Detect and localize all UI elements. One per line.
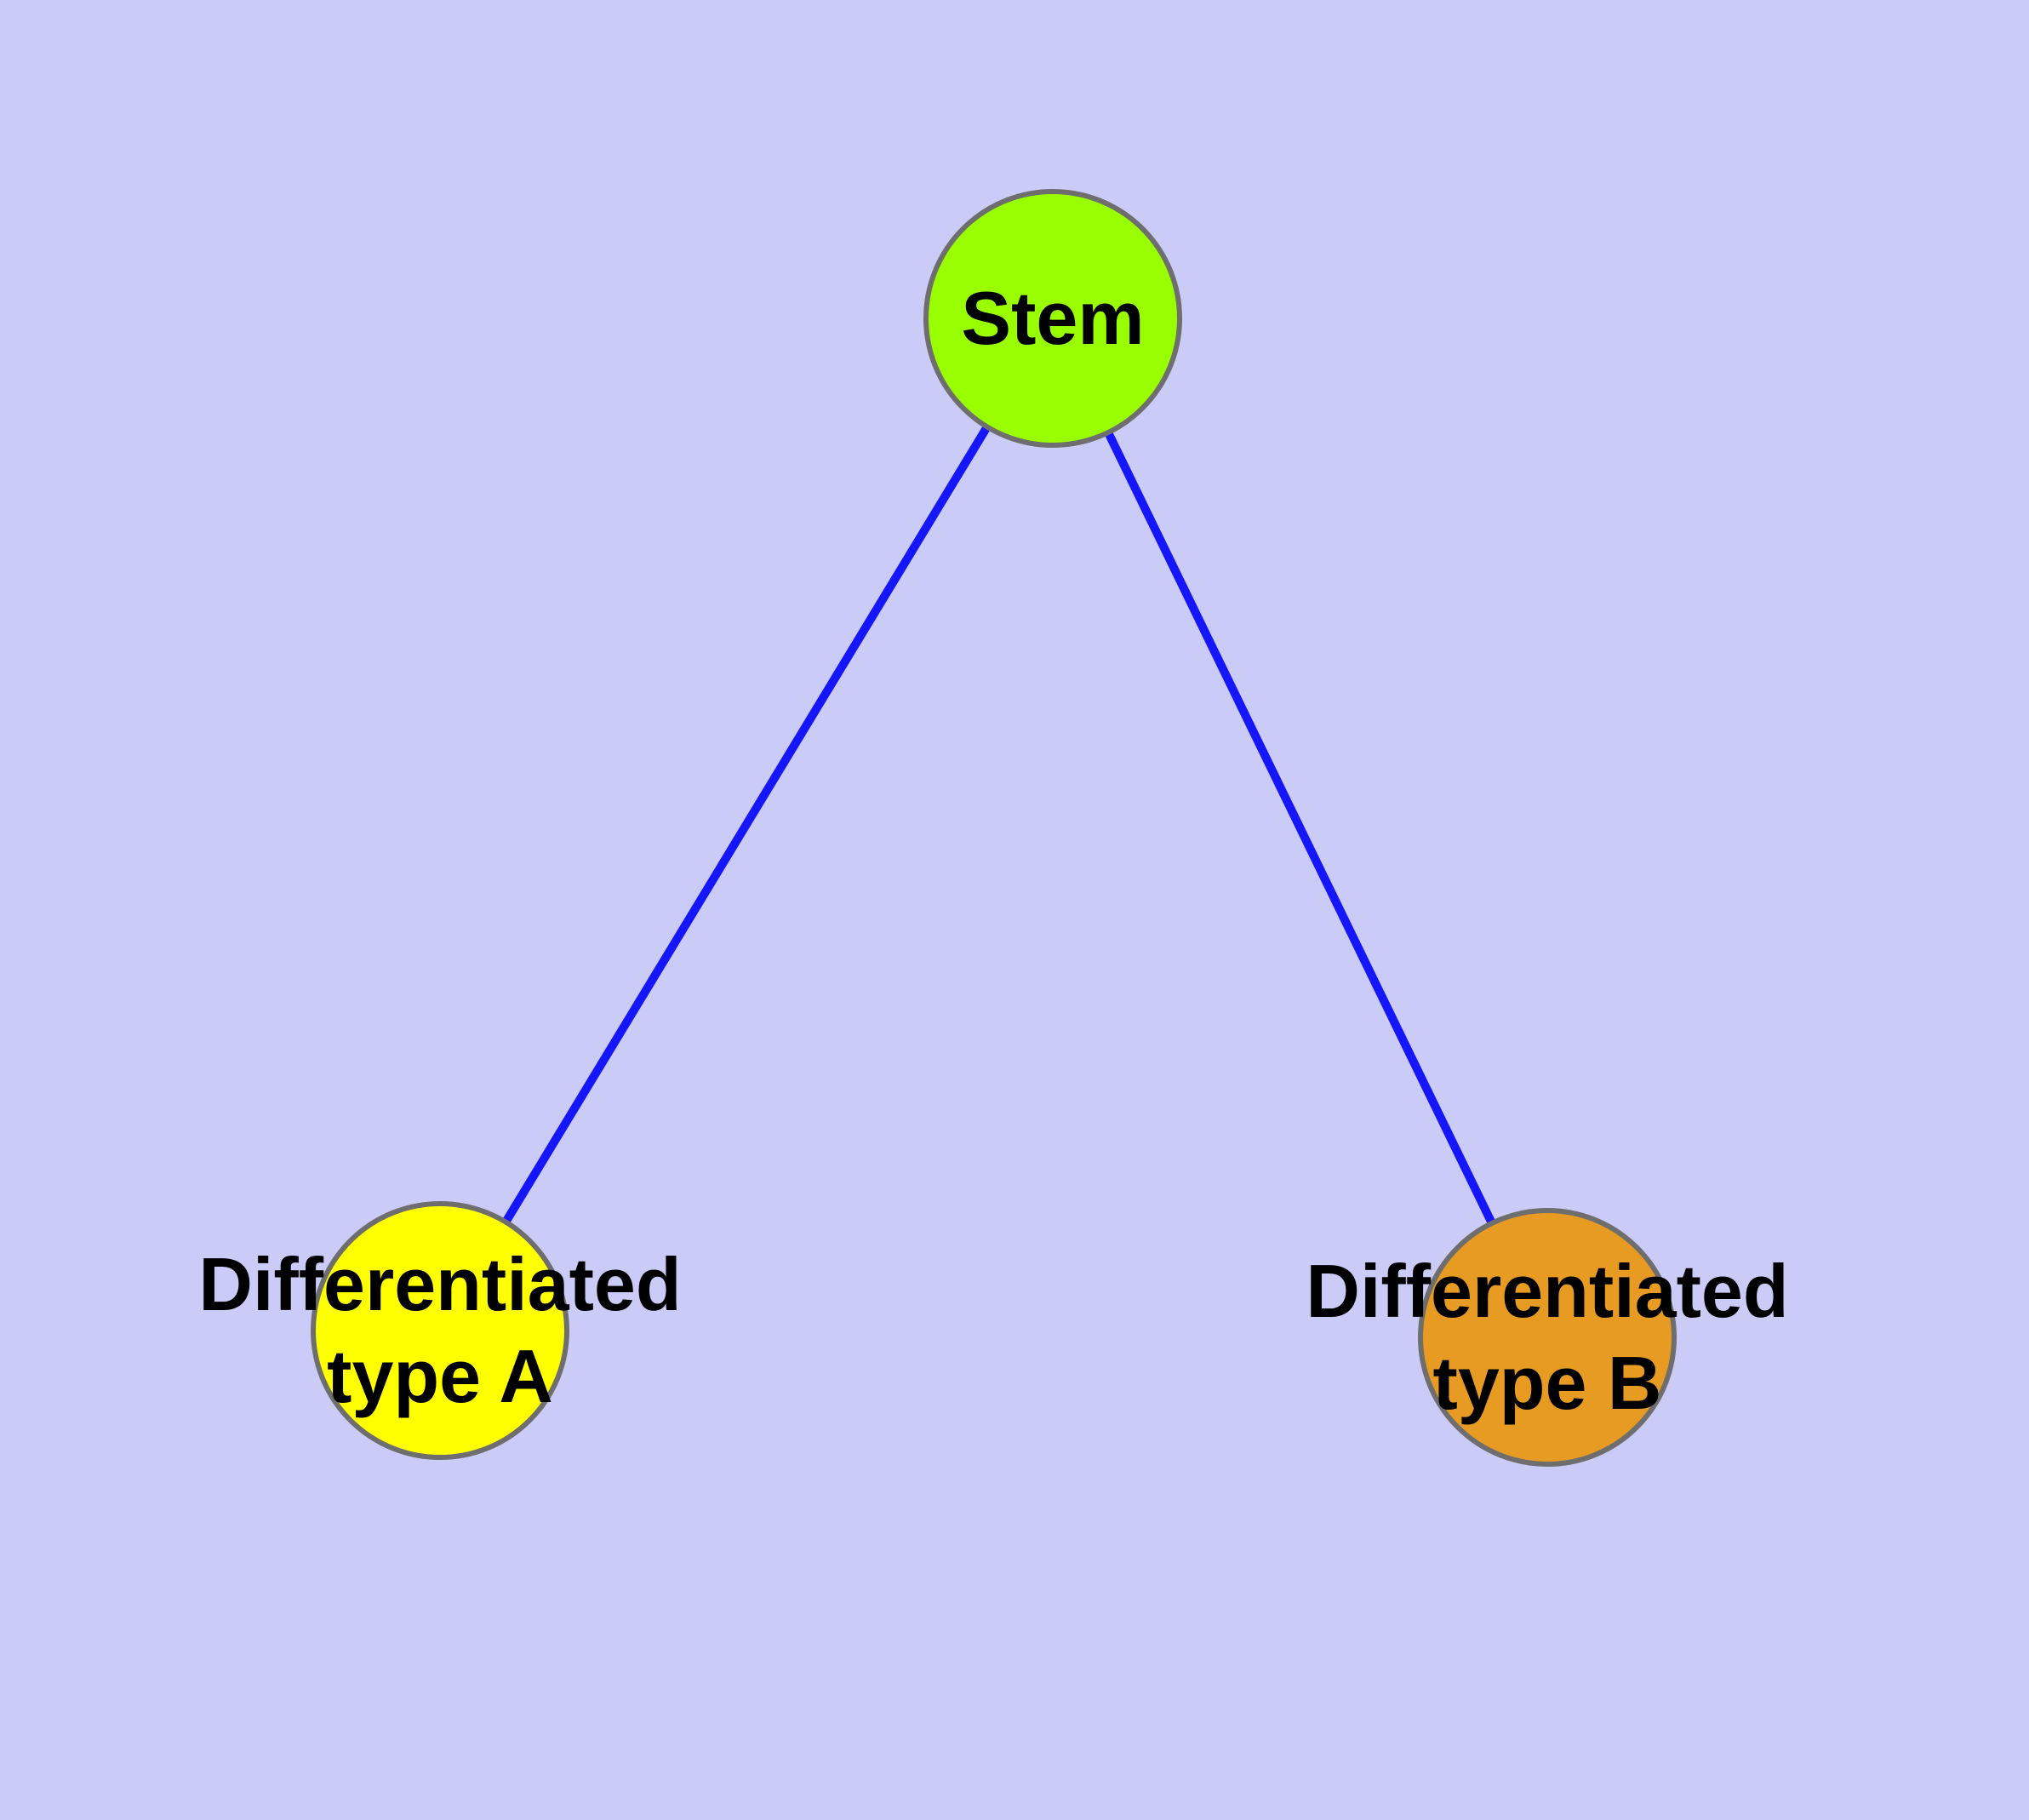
edge-stem-to-type-a	[436, 316, 1057, 1333]
node-differentiated-type-a: Differentiated type A	[198, 1201, 682, 1460]
node-stem: Stem	[923, 189, 1182, 448]
node-differentiated-type-b: Differentiated type B	[1306, 1208, 1789, 1467]
edge-stem-to-type-b	[1049, 316, 1552, 1340]
